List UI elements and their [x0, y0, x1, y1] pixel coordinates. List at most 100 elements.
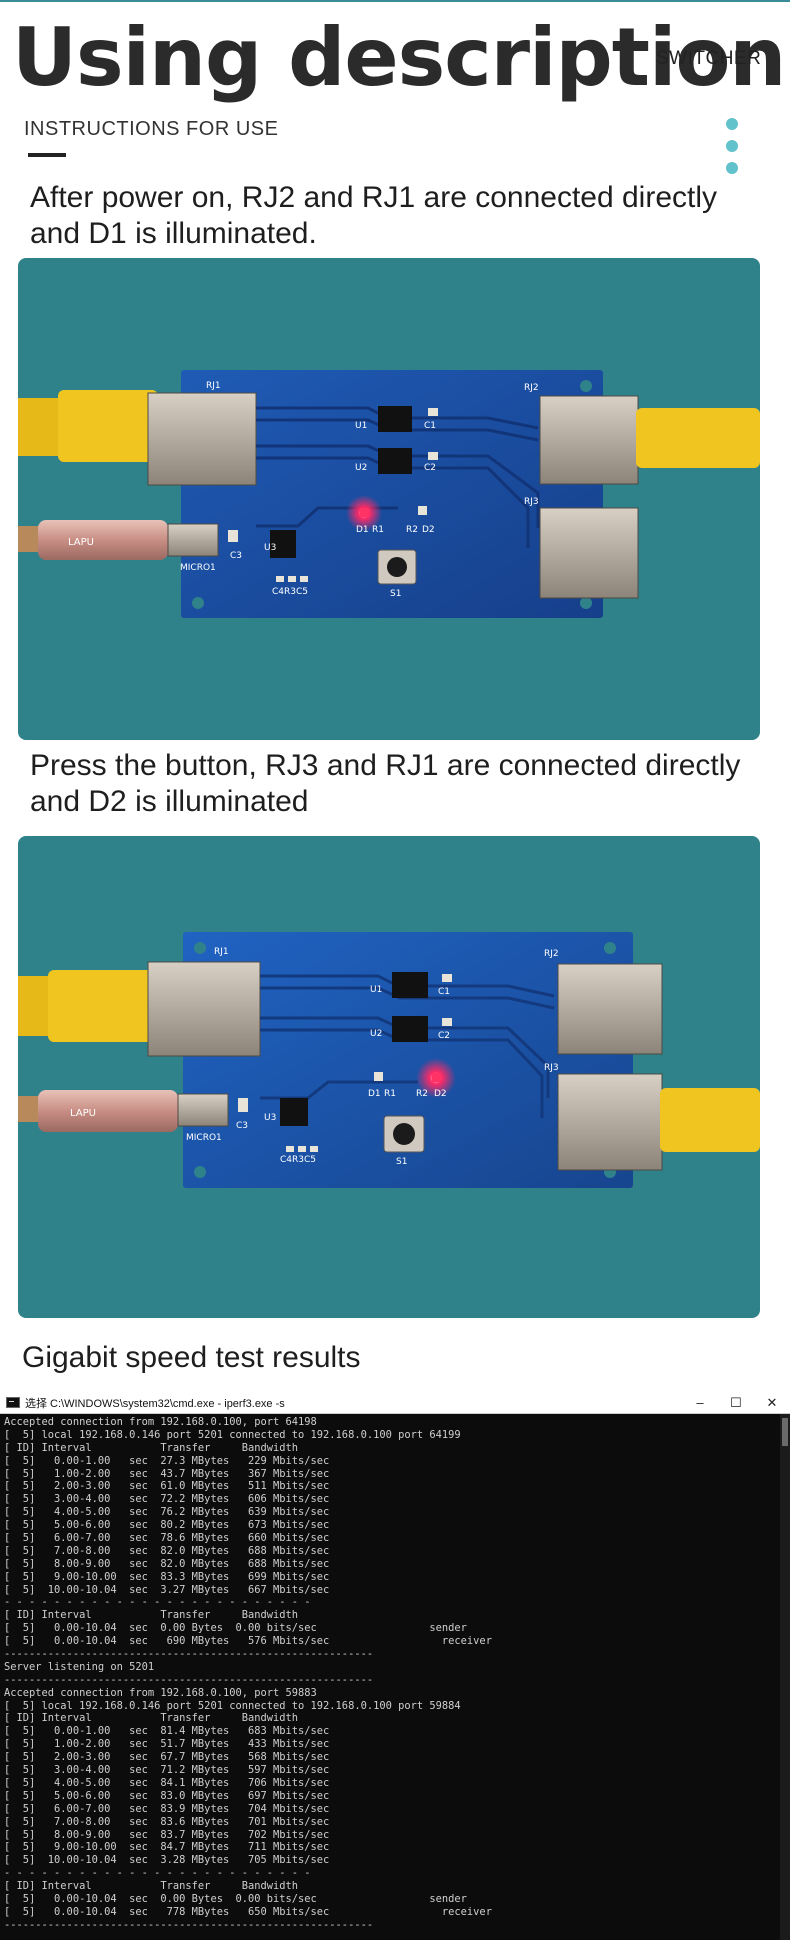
step2-caption: Press the button, RJ3 and RJ1 are connec…: [30, 749, 741, 818]
terminal-line: [ 5] local 192.168.0.146 port 5201 conne…: [4, 1699, 461, 1712]
svg-text:RJ3: RJ3: [524, 497, 539, 507]
svg-text:C4R3C5: C4R3C5: [280, 1155, 316, 1165]
step2-photo: LAPU: [18, 836, 760, 1318]
svg-text:U1: U1: [370, 985, 382, 995]
terminal-line: [ 5] 7.00-8.00 sec 83.6 MBytes 701 Mbits…: [4, 1815, 330, 1828]
minimize-button[interactable]: –: [696, 1395, 704, 1410]
u2-chip: [378, 448, 412, 474]
svg-text:D1: D1: [368, 1089, 381, 1099]
terminal-line: [ 5] 8.00-9.00 sec 83.7 MBytes 702 Mbits…: [4, 1828, 330, 1841]
page-title: Using description: [12, 11, 786, 104]
terminal-line: [ 5] 5.00-6.00 sec 83.0 MBytes 697 Mbits…: [4, 1789, 330, 1802]
step1-photo: LAPU: [18, 258, 760, 740]
rj2-port: [539, 395, 639, 485]
yellow-ethernet-cable: [58, 390, 158, 462]
terminal-line: ----------------------------------------…: [4, 1918, 374, 1931]
terminal-line: [ 5] 3.00-4.00 sec 71.2 MBytes 597 Mbits…: [4, 1764, 330, 1777]
usb-cable: [38, 520, 168, 560]
svg-text:RJ2: RJ2: [524, 383, 539, 393]
svg-text:R2: R2: [406, 525, 418, 535]
terminal-line: [ ID] Interval Transfer Bandwidth: [4, 1712, 299, 1725]
micro-usb-port: [177, 1093, 229, 1127]
svg-text:U3: U3: [264, 1113, 276, 1123]
terminal-line: [ 5] 6.00-7.00 sec 83.9 MBytes 704 Mbits…: [4, 1802, 330, 1815]
u2-chip: [392, 1016, 428, 1042]
terminal-line: [ 5] 4.00-5.00 sec 84.1 MBytes 706 Mbits…: [4, 1776, 330, 1789]
rj3-port: [557, 1073, 663, 1171]
micro-usb-port: [167, 523, 219, 557]
yellow-ethernet-cable: [48, 970, 168, 1042]
svg-text:R1: R1: [384, 1089, 396, 1099]
terminal-line: Accepted connection from 192.168.0.100, …: [4, 1686, 317, 1699]
usb-cable: [38, 1090, 178, 1132]
cable-brand: LAPU: [68, 537, 94, 548]
svg-text:U1: U1: [355, 421, 367, 431]
rj3-port: [539, 507, 639, 599]
terminal-line: [ 5] 6.00-7.00 sec 78.6 MBytes 660 Mbits…: [4, 1532, 330, 1545]
svg-text:D2: D2: [422, 525, 435, 535]
subtitle-underline: [28, 153, 66, 157]
svg-text:U2: U2: [355, 463, 367, 473]
cmd-icon: [6, 1397, 20, 1408]
terminal-line: [ 5] 9.00-10.00 sec 83.3 MBytes 699 Mbit…: [4, 1570, 330, 1583]
svg-text:RJ1: RJ1: [214, 947, 229, 957]
svg-text:C3: C3: [236, 1121, 248, 1131]
terminal-line: [ 5] 10.00-10.04 sec 3.28 MBytes 705 Mbi…: [4, 1854, 330, 1867]
terminal-line: [ 5] 7.00-8.00 sec 82.0 MBytes 688 Mbits…: [4, 1544, 330, 1557]
section-subtitle: INSTRUCTIONS FOR USE: [24, 118, 279, 140]
terminal-line: [ ID] Interval Transfer Bandwidth: [4, 1609, 299, 1622]
terminal-line: [ 5] 0.00-1.00 sec 27.3 MBytes 229 Mbits…: [4, 1454, 330, 1467]
svg-text:S1: S1: [390, 589, 401, 599]
terminal-line: [ 5] 3.00-4.00 sec 72.2 MBytes 606 Mbits…: [4, 1493, 330, 1506]
d2-led-off: [418, 506, 427, 515]
terminal-line: [ 5] local 192.168.0.146 port 5201 conne…: [4, 1428, 461, 1441]
maximize-button[interactable]: ☐: [730, 1394, 742, 1410]
terminal-line: ----------------------------------------…: [4, 1648, 374, 1661]
terminal-line: [ 5] 0.00-10.04 sec 0.00 Bytes 0.00 bits…: [4, 1622, 467, 1635]
rj1-port: [147, 961, 261, 1057]
svg-text:RJ1: RJ1: [206, 381, 221, 391]
svg-text:MICRO1: MICRO1: [180, 563, 216, 573]
terminal-line: ----------------------------------------…: [4, 1673, 374, 1686]
svg-text:C1: C1: [424, 421, 436, 431]
switcher-board-image: LAPU: [18, 370, 760, 618]
rj1-port: [147, 392, 257, 486]
u3-chip: [270, 530, 296, 558]
terminal-line: [ ID] Interval Transfer Bandwidth: [4, 1441, 299, 1454]
svg-text:RJ3: RJ3: [544, 1063, 559, 1073]
terminal-line: [ 5] 10.00-10.04 sec 3.27 MBytes 667 Mbi…: [4, 1583, 330, 1596]
svg-text:U2: U2: [370, 1029, 382, 1039]
terminal-scrollbar[interactable]: [780, 1414, 790, 1940]
svg-text:D2: D2: [434, 1089, 447, 1099]
category-label: SWITCHER: [656, 48, 762, 69]
terminal-line: [ 5] 9.00-10.00 sec 84.7 MBytes 711 Mbit…: [4, 1841, 330, 1854]
terminal-line: [ 5] 0.00-10.04 sec 690 MBytes 576 Mbits…: [4, 1635, 492, 1648]
svg-text:R1: R1: [372, 525, 384, 535]
terminal-line: [ 5] 0.00-10.04 sec 0.00 Bytes 0.00 bits…: [4, 1892, 467, 1905]
terminal-output[interactable]: Accepted connection from 192.168.0.100, …: [0, 1414, 790, 1932]
svg-text:C1: C1: [438, 987, 450, 997]
close-button[interactable]: ✕: [766, 1394, 778, 1410]
u1-chip: [392, 972, 428, 998]
cmd-window-title: 选择 C:\WINDOWS\system32\cmd.exe - iperf3.…: [25, 1397, 285, 1410]
terminal-line: [ 5] 2.00-3.00 sec 61.0 MBytes 511 Mbits…: [4, 1480, 330, 1493]
cmd-titlebar[interactable]: 选择 C:\WINDOWS\system32\cmd.exe - iperf3.…: [0, 1392, 790, 1414]
u3-chip: [280, 1098, 308, 1126]
cmd-window: 选择 C:\WINDOWS\system32\cmd.exe - iperf3.…: [0, 1392, 790, 1940]
terminal-line: [ 5] 8.00-9.00 sec 82.0 MBytes 688 Mbits…: [4, 1557, 330, 1570]
terminal-line: [ 5] 4.00-5.00 sec 76.2 MBytes 639 Mbits…: [4, 1506, 330, 1519]
svg-text:R2: R2: [416, 1089, 428, 1099]
terminal-line: [ 5] 2.00-3.00 sec 67.7 MBytes 568 Mbits…: [4, 1751, 330, 1764]
svg-text:C2: C2: [438, 1031, 450, 1041]
terminal-line: [ 5] 5.00-6.00 sec 80.2 MBytes 673 Mbits…: [4, 1519, 330, 1532]
terminal-line: - - - - - - - - - - - - - - - - - - - - …: [4, 1596, 311, 1609]
svg-text:RJ2: RJ2: [544, 949, 559, 959]
vertical-dots-icon: [726, 118, 740, 178]
terminal-line: [ ID] Interval Transfer Bandwidth: [4, 1880, 299, 1893]
rj2-port: [557, 963, 663, 1055]
d1-led-off: [374, 1072, 383, 1081]
u1-chip: [378, 406, 412, 432]
terminal-line: [ 5] 0.00-10.04 sec 778 MBytes 650 Mbits…: [4, 1905, 492, 1918]
terminal-line: [ 5] 1.00-2.00 sec 43.7 MBytes 367 Mbits…: [4, 1467, 330, 1480]
svg-text:MICRO1: MICRO1: [186, 1133, 222, 1143]
